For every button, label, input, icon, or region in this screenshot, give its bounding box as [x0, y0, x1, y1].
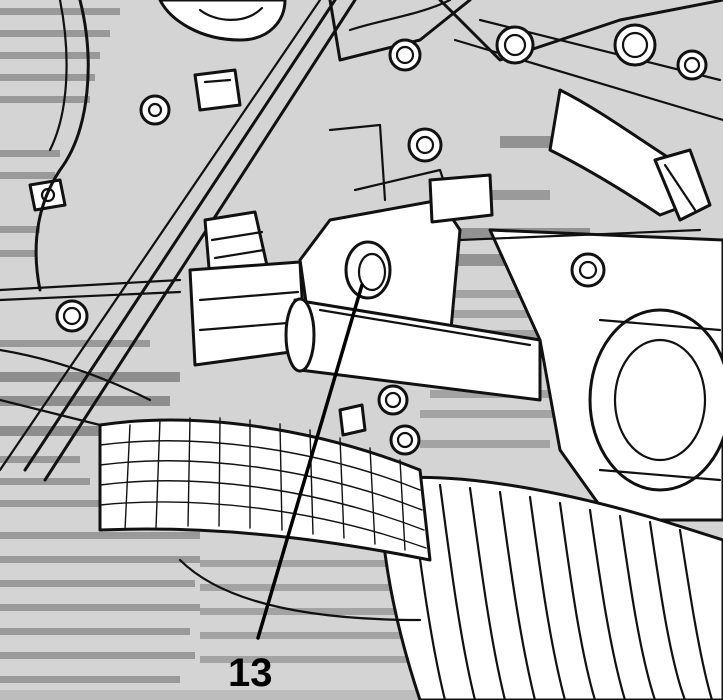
upper-center-bolts [407, 127, 494, 224]
callout-leader-13 [256, 283, 364, 640]
lower-center-bolts [338, 384, 421, 456]
left-bracket-parts [28, 0, 242, 333]
upper-manifold [158, 0, 723, 122]
diagonal-rod [0, 0, 357, 482]
frame-lines [0, 228, 702, 622]
right-hose [548, 88, 712, 222]
callout-label-13: 13 [228, 651, 273, 695]
bleed-through-text-left [0, 8, 200, 683]
driveshaft-boot [378, 475, 723, 700]
right-housing [488, 228, 723, 522]
horizontal-shaft [284, 297, 542, 402]
connector-block [188, 210, 307, 367]
grid-sleeve [98, 417, 432, 562]
